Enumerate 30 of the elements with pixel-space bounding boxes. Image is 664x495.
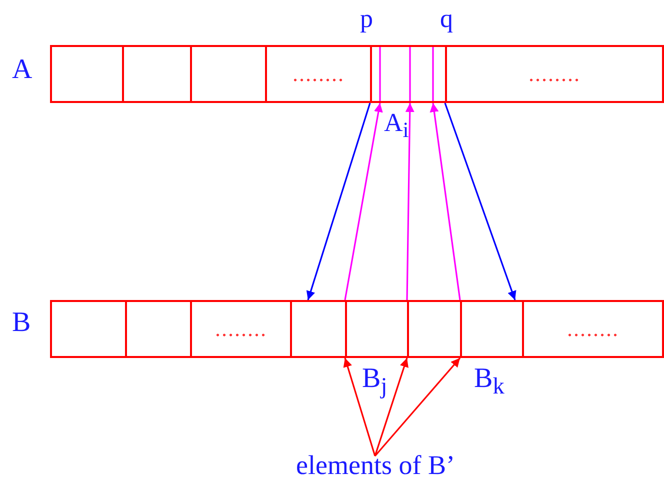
arrow bbox=[430, 102, 461, 300]
arrow bbox=[374, 357, 461, 457]
subarray-label: A$_{i}$ bbox=[384, 110, 409, 142]
ellipsis-cell: ........ bbox=[445, 45, 664, 103]
array-cell bbox=[122, 45, 192, 103]
array-name: B bbox=[12, 309, 31, 337]
array-cell bbox=[190, 45, 267, 103]
array-cell bbox=[460, 300, 524, 358]
array-cell bbox=[370, 45, 447, 103]
array-cell bbox=[290, 300, 347, 358]
arrow bbox=[444, 102, 516, 300]
array-cell bbox=[125, 300, 192, 358]
index-label: p bbox=[360, 6, 373, 32]
arrow bbox=[343, 358, 376, 456]
arrow bbox=[344, 102, 383, 300]
ellipsis-cell: ........ bbox=[190, 300, 292, 358]
array-cell bbox=[50, 300, 127, 358]
array-cell bbox=[345, 300, 409, 358]
arrow bbox=[374, 358, 408, 456]
array-cell bbox=[407, 300, 462, 358]
array-cell bbox=[50, 45, 124, 103]
caption-text: elements of B’ bbox=[296, 452, 455, 479]
arrow bbox=[405, 102, 414, 300]
arrow bbox=[306, 102, 371, 300]
array-name: A bbox=[12, 56, 32, 84]
element-label: B$_{k}$ bbox=[474, 365, 504, 399]
ellipsis-cell: ........ bbox=[522, 300, 664, 358]
ellipsis-cell: ........ bbox=[265, 45, 372, 103]
index-label: q bbox=[440, 6, 453, 32]
element-label: B$_{j}$ bbox=[362, 365, 388, 399]
